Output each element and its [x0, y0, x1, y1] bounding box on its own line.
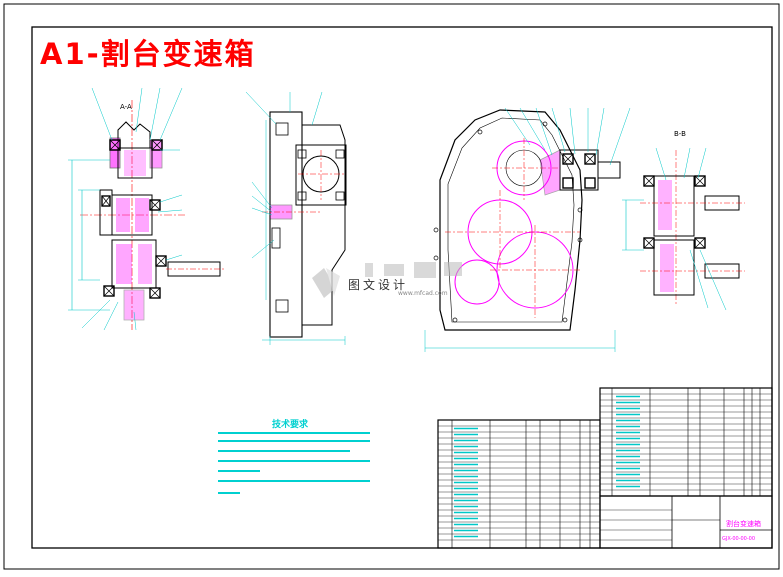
tech-requirements-heading: 技术要求	[272, 420, 309, 430]
watermark-subtext: www.mfcad.com	[398, 290, 448, 297]
section-aa-label: A-A	[120, 103, 132, 111]
drawing-title: A1-割台变速箱	[40, 37, 256, 71]
title-block-name: 割台变速箱	[726, 520, 761, 528]
title-block-code: GJX-00-00-00	[722, 536, 756, 542]
inner-frame	[31, 26, 773, 549]
view-side	[245, 91, 347, 345]
section-bb-label: B-B	[674, 130, 686, 138]
view-section-aa	[68, 87, 225, 331]
tech-requirements-lines	[218, 432, 370, 494]
view-main	[424, 107, 631, 352]
parts-list-rows	[600, 393, 772, 491]
watermark-text: 图文设计	[348, 278, 409, 292]
watermark-logo	[312, 268, 340, 298]
view-section-bb	[622, 147, 745, 311]
watermark-brand-strokes	[365, 262, 462, 278]
outer-border	[3, 3, 780, 570]
bom-left-rows	[438, 425, 600, 541]
